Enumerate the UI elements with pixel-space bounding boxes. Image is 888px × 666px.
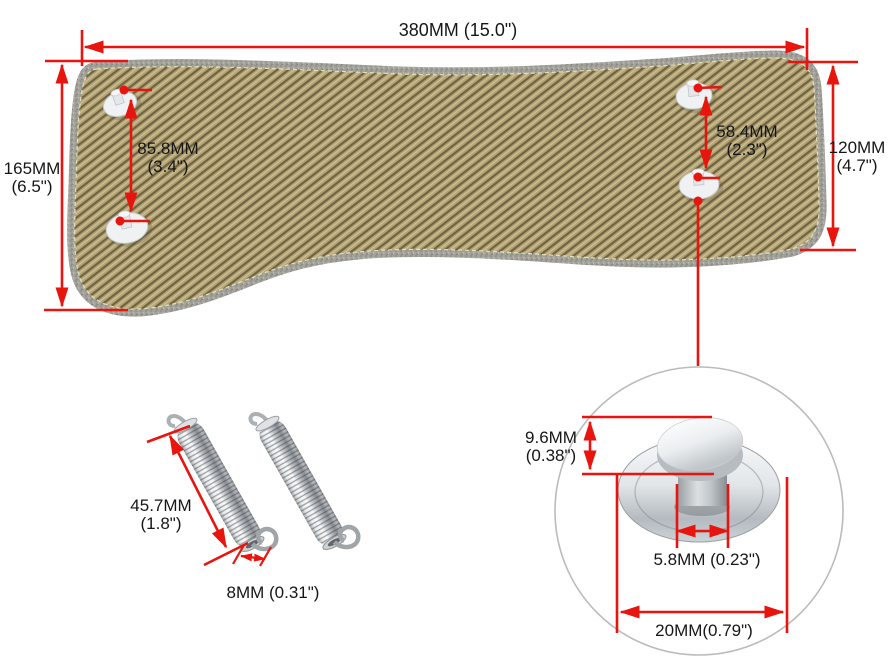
dim-overall-width-label: 380MM (15.0") bbox=[398, 20, 518, 40]
dim-right-stud-spacing-label: 58.4MM (2.3") bbox=[704, 123, 790, 159]
dim-spring-length-label: 45.7MM (1.8") bbox=[118, 497, 204, 533]
dim-right-stud-spacing-mm: 58.4MM bbox=[716, 122, 778, 141]
heat-shield-blanket bbox=[75, 58, 819, 309]
dim-right-height-mm: 120MM bbox=[828, 138, 886, 157]
dim-right-stud-spacing bbox=[693, 83, 723, 182]
dim-stud-stem-diameter-label: 5.8MM (0.23") bbox=[653, 550, 761, 569]
dim-spring-length-in: (1.8") bbox=[140, 514, 182, 533]
dim-left-stud-spacing bbox=[115, 85, 152, 226]
detail-leader-line bbox=[693, 196, 703, 366]
dim-stud-base-diameter bbox=[615, 475, 789, 633]
dim-spring-length bbox=[146, 424, 249, 567]
tension-spring-right bbox=[248, 412, 361, 550]
dim-spring-diameter bbox=[232, 544, 272, 567]
dim-stud-head-height-in: (0.38") bbox=[525, 446, 577, 465]
dim-right-height-label: 120MM (4.7") bbox=[826, 139, 888, 175]
dim-right-height bbox=[788, 60, 858, 252]
dim-spring-diameter-label: 8MM (0.31") bbox=[226, 583, 320, 602]
dim-stud-stem-diameter bbox=[675, 484, 730, 548]
dim-left-height-mm: 165MM bbox=[3, 159, 61, 178]
dim-right-stud-spacing-in: (2.3") bbox=[726, 140, 768, 159]
dim-left-height bbox=[44, 59, 128, 312]
dim-left-stud-spacing-mm: 85.8MM bbox=[137, 139, 199, 158]
spring-bottom-hook bbox=[332, 524, 361, 550]
detail-zoom-circle bbox=[554, 366, 844, 656]
dim-stud-base-diameter-label: 20MM(0.79") bbox=[655, 621, 753, 640]
dim-spring-length-mm: 45.7MM bbox=[130, 496, 192, 515]
dim-left-stud-spacing-in: (3.4") bbox=[147, 157, 189, 176]
dim-left-stud-spacing-label: 85.8MM (3.4") bbox=[126, 140, 210, 176]
stud-detail-view bbox=[617, 417, 781, 543]
dim-right-height-in: (4.7") bbox=[836, 156, 878, 175]
dim-stud-head-height-label: 9.6MM (0.38") bbox=[508, 429, 594, 465]
dim-stud-head-height-mm: 9.6MM bbox=[525, 428, 577, 447]
dim-stud-head-height bbox=[582, 415, 714, 476]
dim-left-height-in: (6.5") bbox=[11, 177, 53, 196]
dim-left-height-label: 165MM (6.5") bbox=[0, 160, 64, 196]
spring-bottom-hook bbox=[250, 526, 279, 552]
